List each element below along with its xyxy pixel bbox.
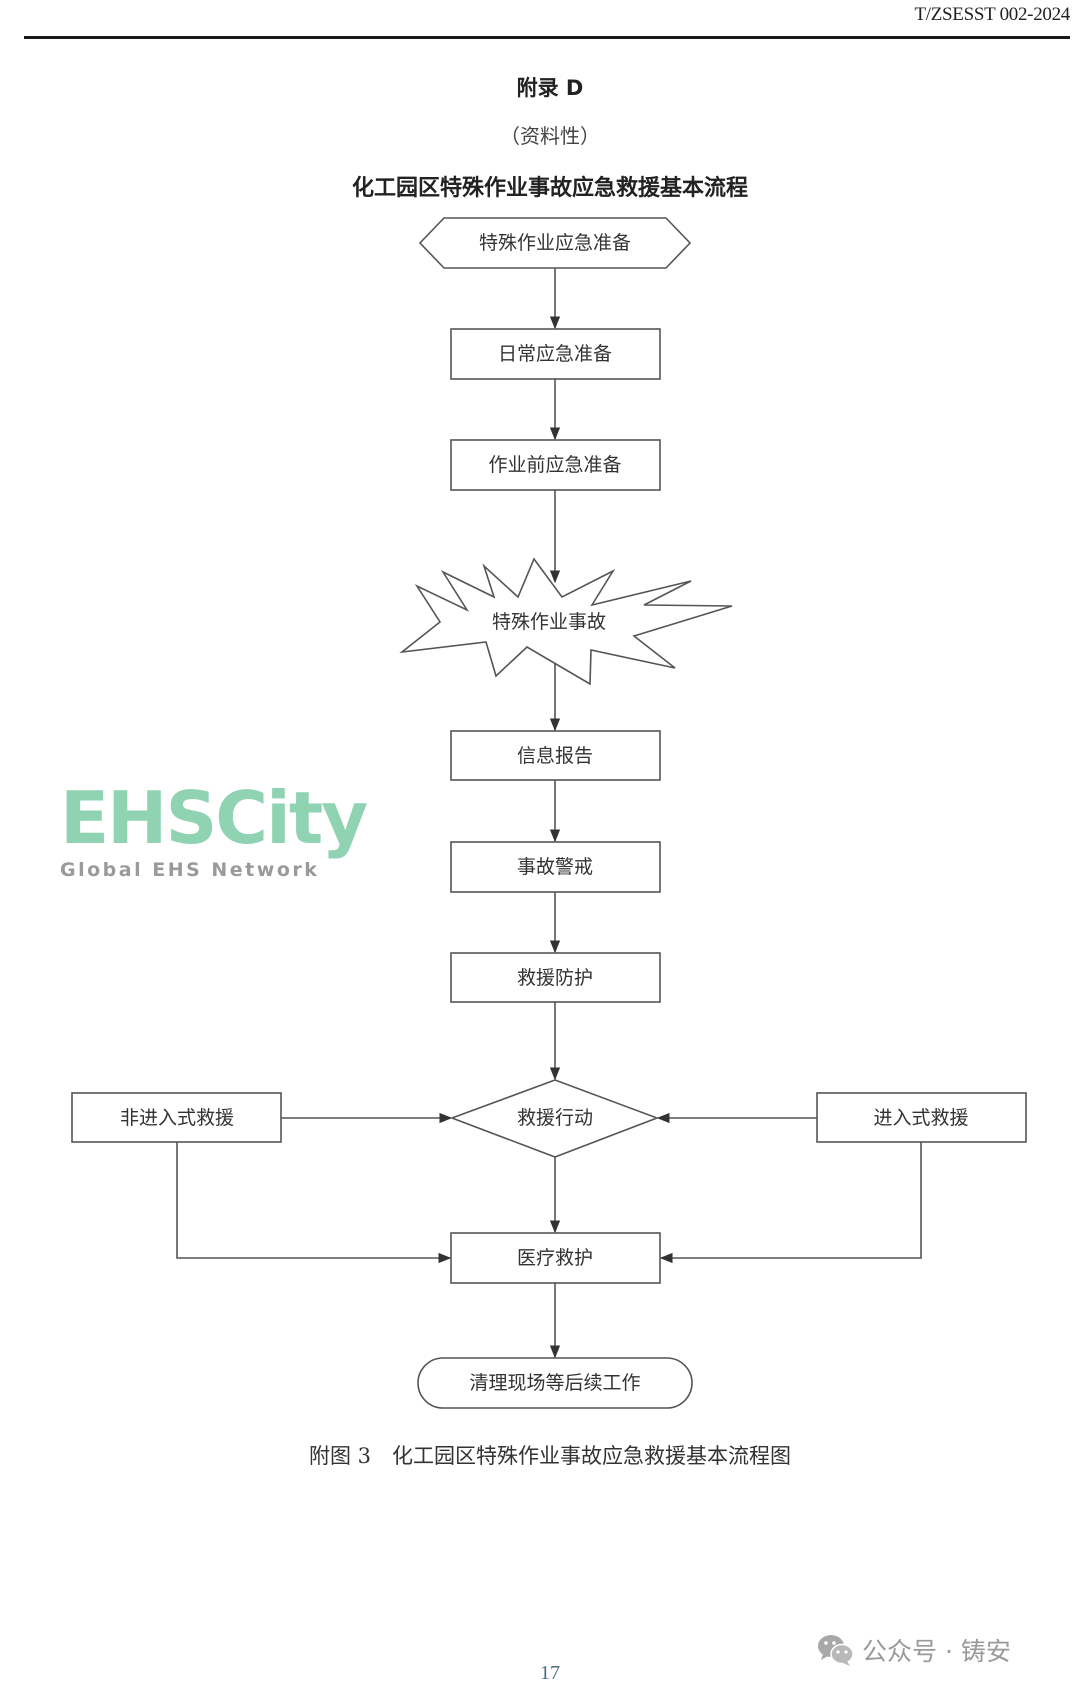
node-action-shape	[449, 1079, 660, 1158]
node-end-label: 清理现场等后续工作	[469, 1372, 640, 1394]
wechat-icon	[816, 1632, 856, 1668]
node-accident-label: 特殊作业事故	[492, 611, 606, 633]
node-end-shape	[417, 1357, 693, 1409]
edge-entry-medical	[659, 1142, 922, 1264]
node-daily-shape	[450, 328, 661, 380]
edge-nonentry-medical	[176, 1142, 452, 1264]
node-medical-label: 医疗救护	[517, 1247, 593, 1269]
node-action-label: 救援行动	[517, 1107, 593, 1129]
page-number: 17	[540, 1662, 560, 1684]
node-entry-shape	[816, 1092, 1027, 1143]
appendix-note: （资料性）	[500, 124, 600, 148]
node-nonentry-shape	[71, 1092, 282, 1143]
flowchart-title: 化工园区特殊作业事故应急救援基本流程	[351, 176, 748, 201]
document-code: T/ZSESST 002-2024	[914, 4, 1070, 25]
node-protection-label: 救援防护	[517, 967, 593, 989]
node-protection-shape	[450, 952, 661, 1003]
node-alert-shape	[450, 841, 661, 893]
node-medical-shape	[450, 1232, 661, 1284]
node-alert-label: 事故警戒	[517, 856, 593, 878]
node-nonentry-label: 非进入式救援	[120, 1107, 234, 1129]
header-rule	[24, 36, 1070, 39]
node-start-label: 特殊作业应急准备	[479, 232, 631, 254]
node-accident-shape	[399, 557, 733, 686]
node-report-shape	[450, 730, 661, 781]
wechat-account-watermark: 公众号 · 铸安	[816, 1632, 1011, 1668]
node-report-label: 信息报告	[517, 745, 593, 767]
appendix-title: 附录 D	[516, 76, 584, 100]
node-start-shape	[418, 217, 692, 269]
node-prework-label: 作业前应急准备	[488, 454, 621, 476]
wechat-account-name: 公众号 · 铸安	[862, 1637, 1011, 1666]
node-entry-label: 进入式救援	[873, 1107, 968, 1129]
node-daily-label: 日常应急准备	[498, 343, 612, 365]
figure-caption: 附图 3 化工园区特殊作业事故应急救援基本流程图	[308, 1444, 792, 1468]
node-prework-shape	[450, 439, 661, 491]
